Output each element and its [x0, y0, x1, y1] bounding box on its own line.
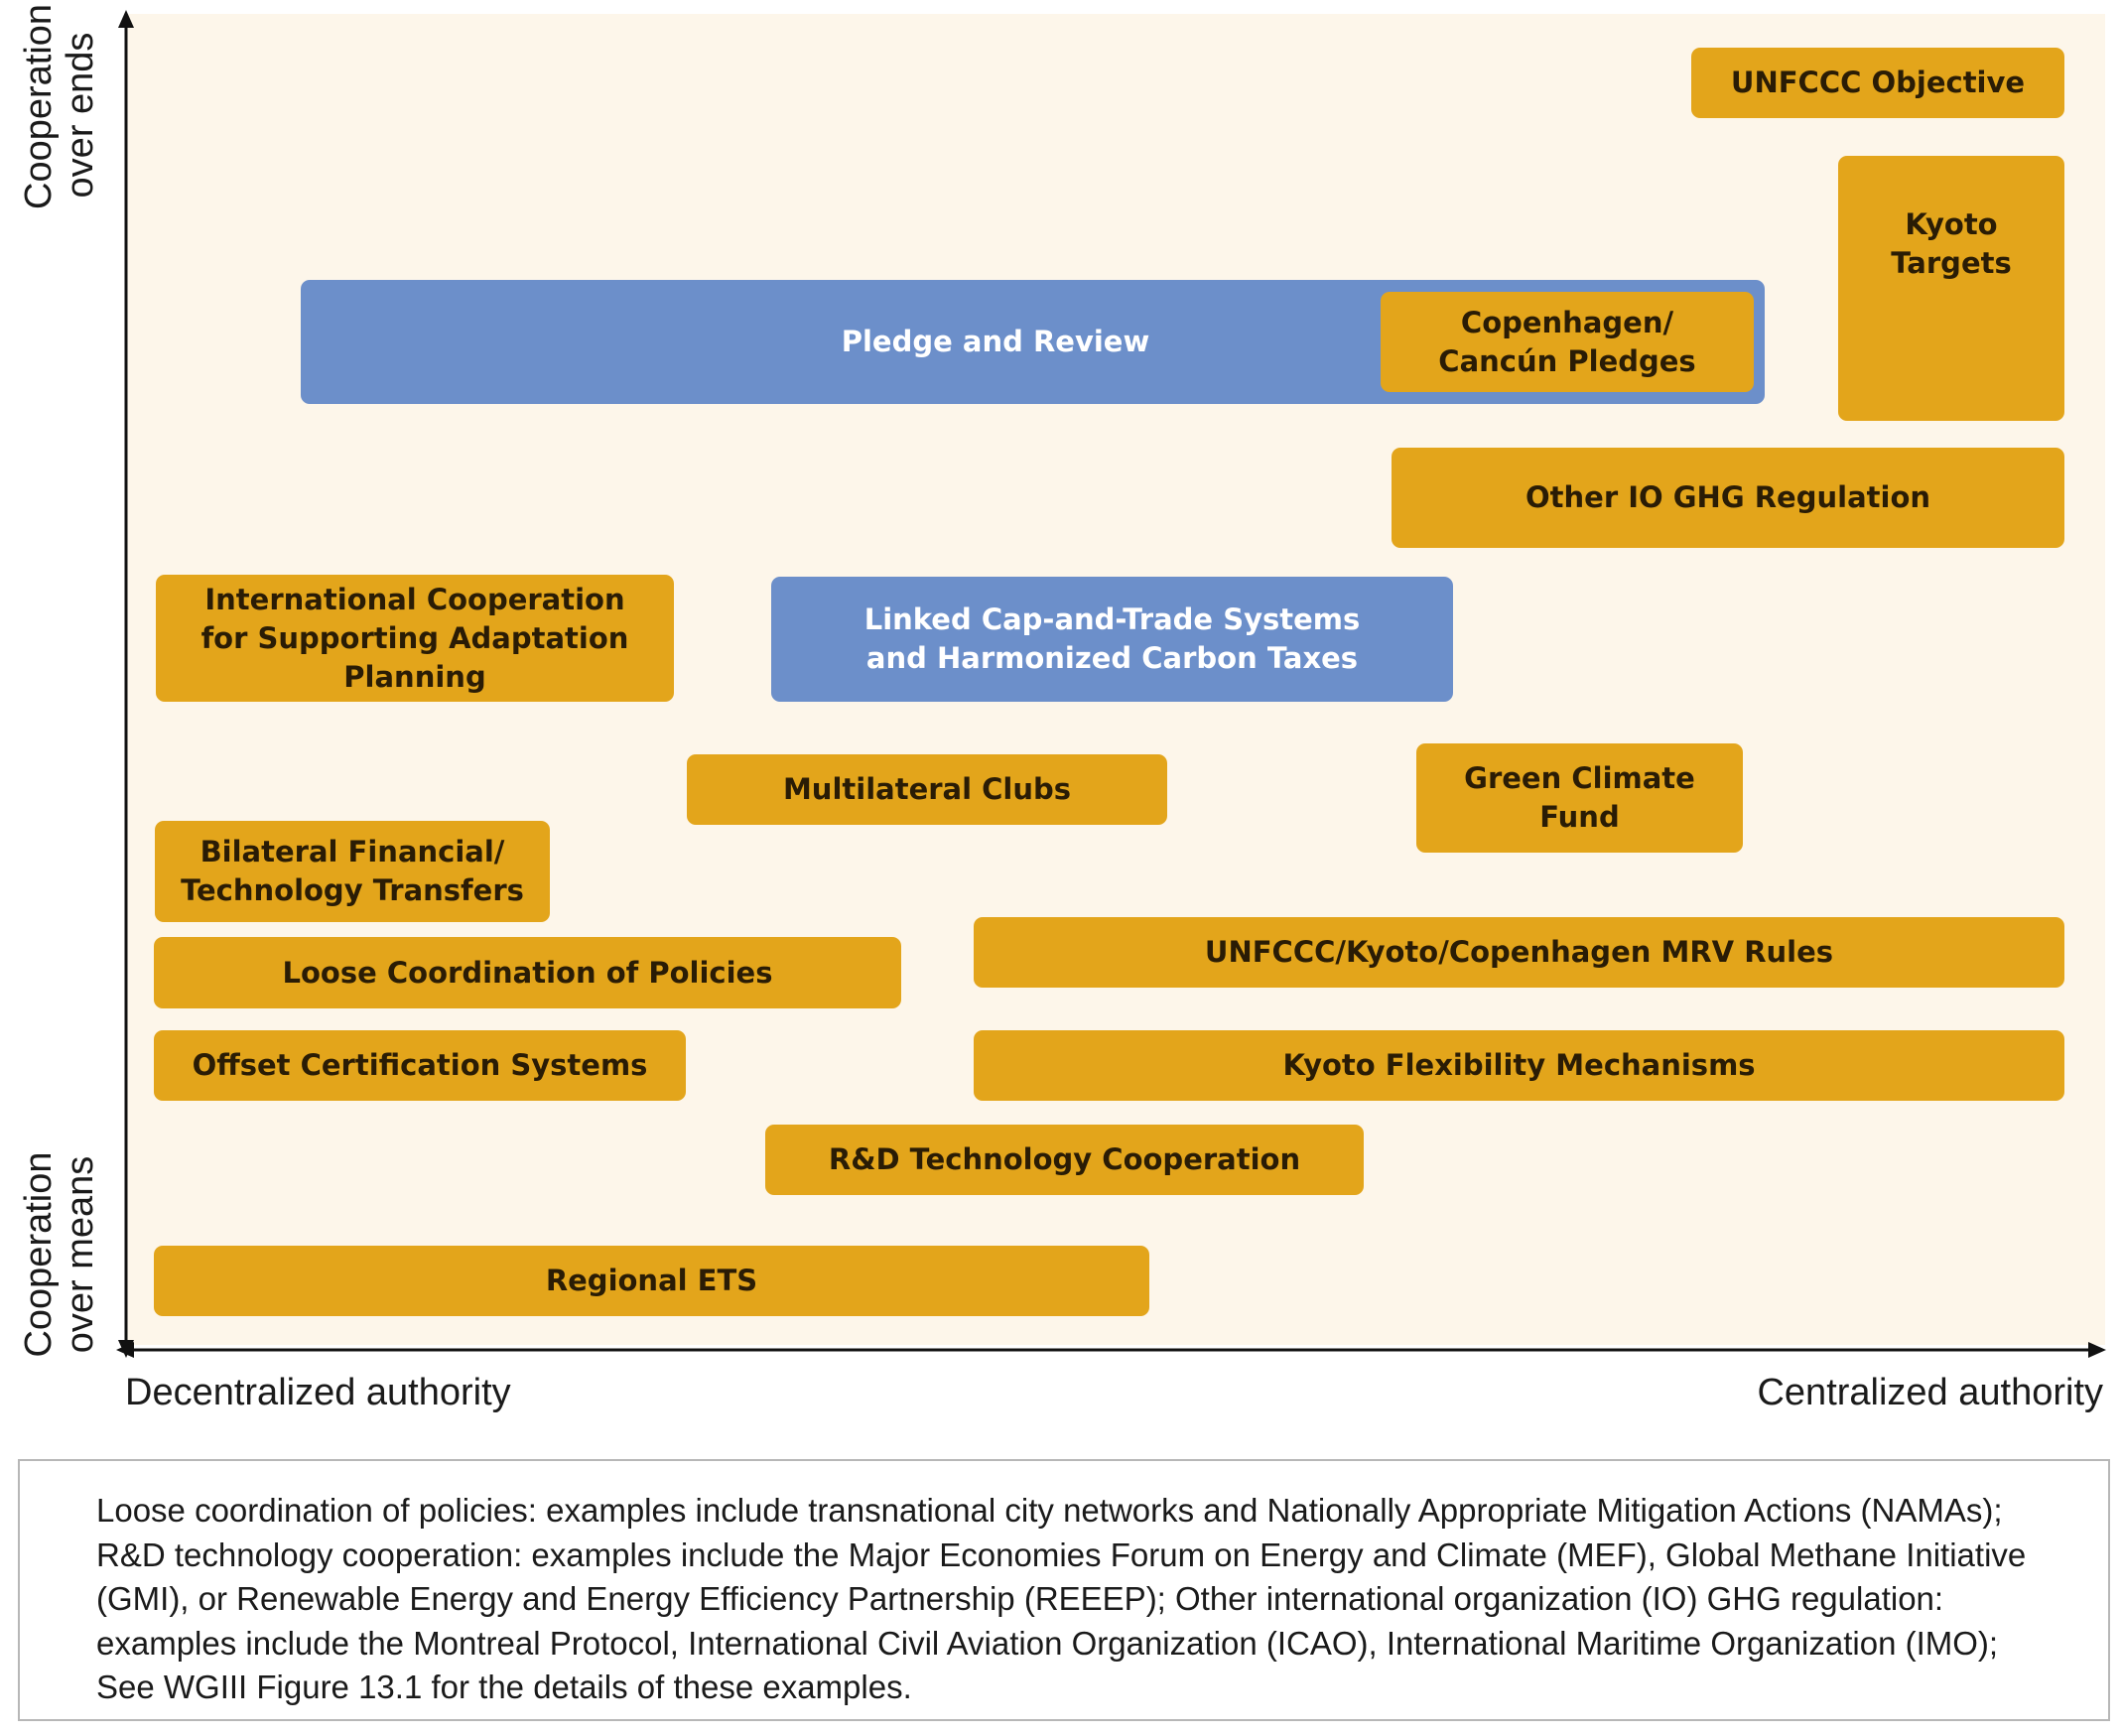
footnote-text: Loose coordination of policies: examples…: [96, 1492, 2027, 1705]
rd-technology-cooperation-box: R&D Technology Cooperation: [765, 1125, 1364, 1195]
bilateral-financial-technology-transfers-box: Bilateral Financial/ Technology Transfer…: [155, 821, 550, 922]
axes: [116, 10, 2106, 1358]
other-io-ghg-regulation-box: Other IO GHG Regulation: [1392, 448, 2064, 548]
y-axis-top-label: Cooperation over ends: [18, 3, 101, 209]
copenhagen-cancun-pledges-box: Copenhagen/ Cancún Pledges: [1381, 292, 1754, 392]
kyoto-flexibility-mechanisms-box: Kyoto Flexibility Mechanisms: [974, 1030, 2064, 1101]
x-axis-arrow-left: [116, 1342, 134, 1358]
regional-ets-box: Regional ETS: [154, 1246, 1149, 1316]
international-cooperation-adaptation-box: International Cooperation for Supporting…: [156, 575, 674, 702]
pledge-and-review-label: Pledge and Review: [841, 325, 1150, 358]
x-axis-right-label: Centralized authority: [1757, 1372, 2103, 1413]
multilateral-clubs-box: Multilateral Clubs: [687, 754, 1167, 825]
mrv-rules-box: UNFCCC/Kyoto/Copenhagen MRV Rules: [974, 917, 2064, 988]
x-axis-arrow-right: [2088, 1342, 2106, 1358]
y-axis-arrow-top: [118, 10, 134, 28]
kyoto-targets-box: Kyoto Targets: [1838, 156, 2064, 421]
offset-certification-systems-box: Offset Certification Systems: [154, 1030, 686, 1101]
green-climate-fund-box: Green Climate Fund: [1416, 743, 1743, 853]
unfccc-objective-box: UNFCCC Objective: [1691, 48, 2064, 118]
linked-cap-and-trade-box: Linked Cap-and-Trade Systems and Harmoni…: [771, 577, 1453, 702]
loose-coordination-of-policies-box: Loose Coordination of Policies: [154, 937, 901, 1008]
y-axis-bottom-label: Cooperation over means: [18, 1151, 101, 1358]
x-axis-left-label: Decentralized authority: [125, 1372, 511, 1413]
footnote-box: Loose coordination of policies: examples…: [18, 1459, 2110, 1721]
